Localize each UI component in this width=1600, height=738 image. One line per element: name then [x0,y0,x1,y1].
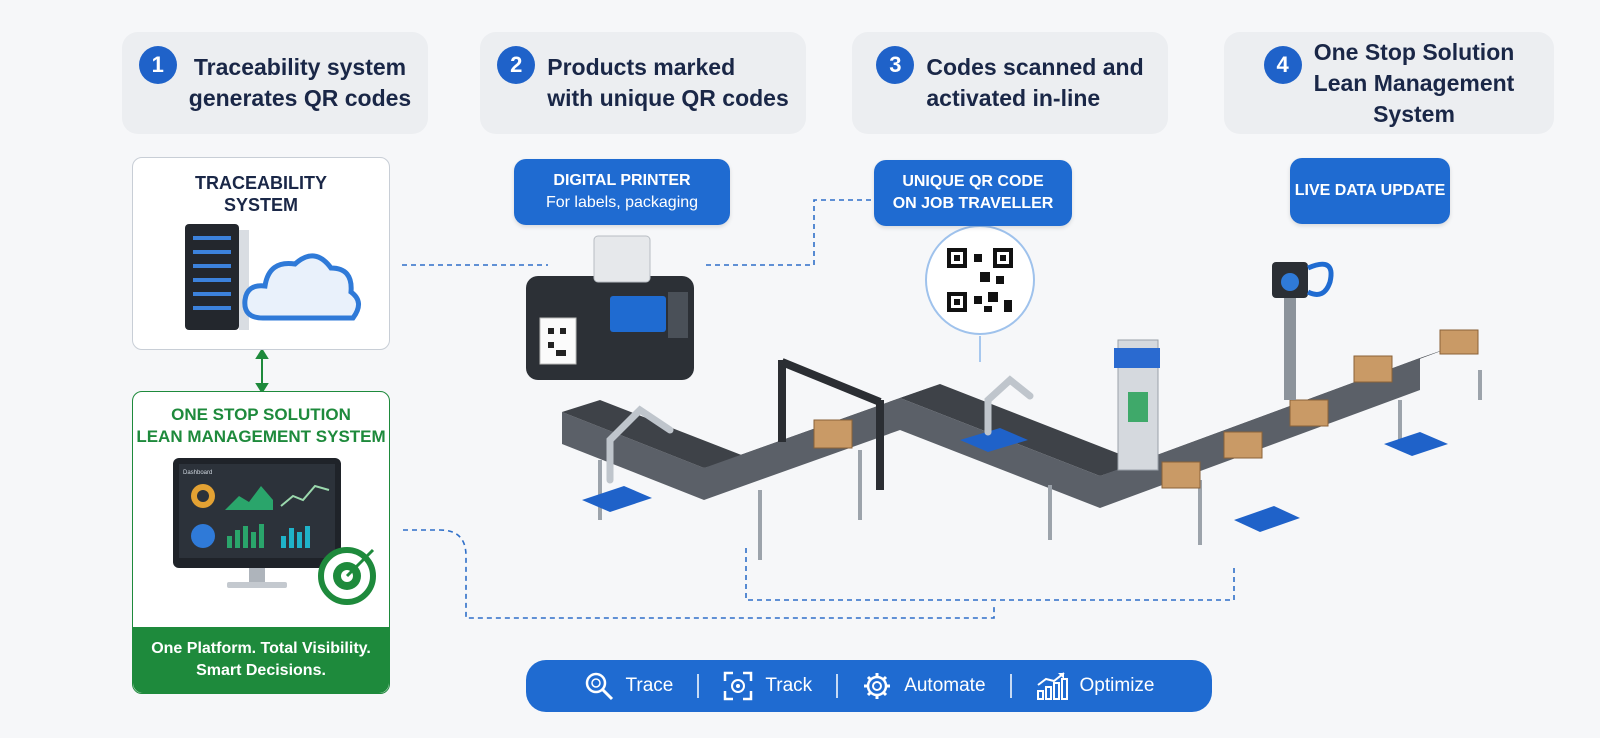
live-data-callout: LIVE DATA UPDATE [1290,158,1450,224]
digital-printer-callout: DIGITAL PRINTER For labels, packaging [514,159,730,225]
card-title: ONE STOP SOLUTION LEAN MANAGEMENT SYSTEM [136,405,386,446]
digital-printer [526,235,694,380]
callout-title: DIGITAL PRINTER [553,172,691,189]
callout-title: UNIQUE QR CODE ON JOB TRAVELLER [892,173,1054,212]
lean-management-card: ONE STOP SOLUTION LEAN MANAGEMENT SYSTEM… [132,391,390,694]
step-2-header: 2 Products marked with unique QR codes [480,32,806,134]
robot-arms [606,375,1034,484]
trace-label: Trace [625,675,674,696]
optimize-item: Optimize [1036,671,1155,701]
growth-chart-icon [1036,672,1068,700]
product-boxes [813,329,1479,489]
camera-pole [1272,261,1334,400]
dashboard-heading: Dashboard [183,470,212,476]
step-title: Codes scanned and activated in-line [926,54,1144,111]
track-label: Track [765,675,813,696]
scanner-station [1114,339,1160,471]
separator [836,674,839,698]
callout-subtitle: For labels, packaging [545,194,699,211]
traceability-system-card: TRACEABILITY SYSTEM [132,157,390,350]
step-number-badge: 4 [1263,46,1302,84]
separator [697,674,700,698]
lean-tagline: One Platform. Total Visibility. Smart De… [133,627,389,693]
separator [1009,674,1012,698]
conveyor-line [562,344,1482,560]
step-title: One Stop Solution Lean Management System [1313,38,1515,127]
server-cloud-icon [185,224,361,330]
automate-label: Automate [904,675,986,696]
magnifier-icon [585,672,613,701]
callout-title: LIVE DATA UPDATE [1294,182,1446,199]
gear-icon [864,673,891,699]
step-title: Traceability system generates QR codes [188,54,412,111]
sync-arrow [255,348,269,394]
step-number-badge: 3 [876,46,915,84]
step-3-header: 3 Codes scanned and activated in-line [852,32,1168,134]
automate-item: Automate [862,671,986,701]
qr-code-callout: UNIQUE QR CODE ON JOB TRAVELLER [874,160,1072,226]
step-number-badge: 1 [138,46,177,84]
track-item: Track [723,671,812,701]
step-title: Products marked with unique QR codes [547,54,789,111]
dashboard-monitor-icon: Dashboard [173,458,376,605]
step-number-badge: 2 [497,46,536,84]
card-title: TRACEABILITY SYSTEM [195,173,327,215]
qr-code-magnifier [925,225,1035,362]
optimize-label: Optimize [1079,675,1155,696]
scan-frame-icon [724,671,753,701]
step-4-header: 4 One Stop Solution Lean Management Syst… [1224,32,1554,134]
trace-item: Trace [584,671,674,701]
step-1-header: 1 Traceability system generates QR codes [122,32,428,134]
dashed-connectors [402,199,1235,619]
capability-bar: Trace Track Automate [526,660,1212,712]
gantry [778,358,884,490]
